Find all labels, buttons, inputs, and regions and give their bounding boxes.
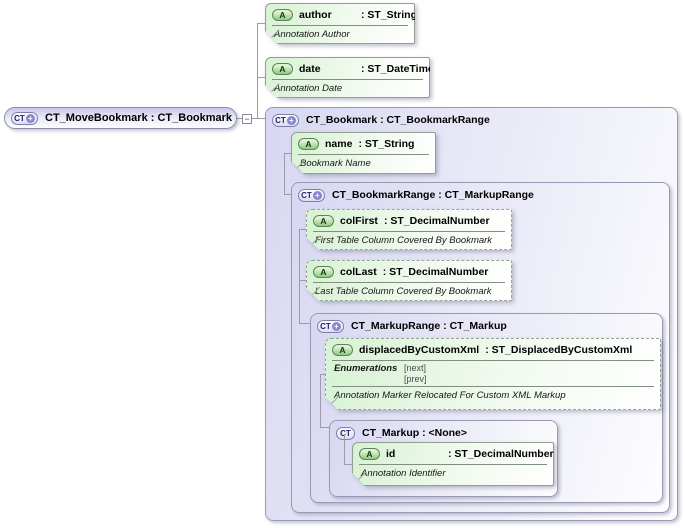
container-header-ct-bookmark[interactable]: CT + CT_Bookmark : CT_BookmarkRange bbox=[272, 113, 677, 127]
connector-line bbox=[284, 153, 285, 195]
connector-line bbox=[344, 464, 352, 465]
separator bbox=[298, 154, 429, 155]
plus-icon: + bbox=[25, 113, 35, 123]
enumerations-label: Enumerations bbox=[334, 363, 398, 374]
separator bbox=[332, 386, 654, 387]
complex-type-icon: CT + bbox=[272, 113, 299, 127]
container-label: CT_Markup : <None> bbox=[362, 427, 468, 439]
attr-box-displacedbycustomxml[interactable]: A displacedByCustomXml : ST_DisplacedByC… bbox=[325, 338, 661, 410]
connector-line bbox=[257, 23, 258, 119]
attr-name: id bbox=[386, 447, 396, 460]
attr-annotation: Last Table Column Covered By Bookmark bbox=[315, 286, 492, 297]
complex-type-icon: CT + bbox=[317, 319, 344, 333]
connector-line bbox=[284, 194, 291, 195]
complex-type-icon: CT bbox=[336, 426, 355, 440]
attr-annotation: Annotation Author bbox=[274, 29, 350, 40]
connector-line bbox=[299, 229, 300, 323]
attr-box-colfirst[interactable]: A colFirst : ST_DecimalNumber First Tabl… bbox=[306, 209, 512, 250]
plus-icon: + bbox=[312, 190, 322, 200]
enumeration-value: [prev] bbox=[404, 374, 427, 384]
complex-type-icon: CT + bbox=[298, 188, 325, 202]
container-header-ct-bookmarkrange[interactable]: CT + CT_BookmarkRange : CT_MarkupRange bbox=[298, 188, 669, 202]
connector-line bbox=[344, 434, 345, 464]
attr-annotation: Annotation Date bbox=[274, 83, 343, 94]
separator bbox=[332, 360, 654, 361]
attr-type: : ST_DisplacedByCustomXml bbox=[485, 343, 633, 356]
attr-name: colLast bbox=[340, 265, 377, 278]
attribute-icon: A bbox=[359, 448, 380, 460]
attribute-icon: A bbox=[298, 138, 319, 150]
root-element-ct-movebookmark[interactable]: CT + CT_MoveBookmark : CT_Bookmark bbox=[4, 107, 237, 129]
attr-annotation: Annotation Marker Relocated For Custom X… bbox=[334, 390, 566, 401]
attr-annotation: Annotation Identifier bbox=[361, 468, 446, 479]
attr-annotation: First Table Column Covered By Bookmark bbox=[315, 235, 493, 246]
attr-name: name bbox=[325, 137, 353, 150]
attr-type: : ST_String bbox=[358, 137, 415, 150]
container-label: CT_BookmarkRange : CT_MarkupRange bbox=[332, 189, 534, 201]
connector-line bbox=[299, 323, 310, 324]
plus-icon: + bbox=[331, 321, 341, 331]
attr-name: author bbox=[299, 8, 332, 21]
attribute-icon: A bbox=[313, 215, 334, 227]
container-ct-bookmarkrange: CT + CT_BookmarkRange : CT_MarkupRange A… bbox=[291, 182, 670, 513]
container-label: CT_MarkupRange : CT_Markup bbox=[351, 320, 507, 332]
attr-box-date[interactable]: A date : ST_DateTime Annotation Date bbox=[265, 57, 430, 98]
separator bbox=[359, 464, 547, 465]
attr-name: displacedByCustomXml bbox=[359, 343, 480, 356]
plus-icon: + bbox=[286, 115, 296, 125]
connector-line bbox=[320, 427, 329, 428]
connector-line bbox=[299, 229, 306, 230]
attr-name: colFirst bbox=[340, 214, 378, 227]
attr-name: date bbox=[299, 62, 321, 75]
separator bbox=[313, 231, 505, 232]
attr-type: : ST_String bbox=[361, 8, 418, 21]
collapse-icon: − bbox=[244, 114, 250, 124]
container-ct-markuprange: CT + CT_MarkupRange : CT_Markup A displa… bbox=[310, 313, 663, 503]
attribute-icon: A bbox=[332, 344, 353, 356]
attr-box-id[interactable]: A id : ST_DecimalNumber Annotation Ident… bbox=[352, 442, 554, 486]
enumeration-value: [next] bbox=[404, 363, 427, 373]
attr-box-name[interactable]: A name : ST_String Bookmark Name bbox=[291, 132, 436, 174]
connector-line bbox=[237, 118, 242, 119]
attribute-icon: A bbox=[272, 9, 293, 21]
enumerations-row: Enumerations [next] [prev] bbox=[326, 361, 660, 386]
collapse-toggle[interactable]: − bbox=[242, 114, 252, 124]
connector-line bbox=[257, 23, 265, 24]
container-label: CT_Bookmark : CT_BookmarkRange bbox=[306, 114, 490, 126]
separator bbox=[313, 282, 505, 283]
connector-line bbox=[252, 118, 265, 119]
attribute-icon: A bbox=[272, 63, 293, 75]
connector-line bbox=[257, 77, 265, 78]
attr-annotation: Bookmark Name bbox=[300, 158, 371, 169]
attribute-icon: A bbox=[313, 266, 334, 278]
root-element-label: CT_MoveBookmark : CT_Bookmark bbox=[45, 112, 233, 124]
connector-line bbox=[320, 374, 325, 375]
attr-type: : ST_DateTime bbox=[361, 62, 434, 75]
attr-type: : ST_DecimalNumber bbox=[382, 265, 489, 278]
complex-type-icon: CT + bbox=[11, 111, 38, 125]
attr-box-author[interactable]: A author : ST_String Annotation Author bbox=[265, 3, 415, 44]
connector-line bbox=[284, 153, 291, 154]
attr-box-collast[interactable]: A colLast : ST_DecimalNumber Last Table … bbox=[306, 260, 512, 301]
separator bbox=[272, 79, 423, 80]
enumeration-values: [next] [prev] bbox=[404, 363, 427, 385]
separator bbox=[272, 25, 408, 26]
container-ct-bookmark: CT + CT_Bookmark : CT_BookmarkRange A na… bbox=[265, 107, 678, 521]
attr-type: : ST_DecimalNumber bbox=[448, 447, 554, 460]
container-header-ct-markup[interactable]: CT CT_Markup : <None> bbox=[336, 426, 557, 440]
connector-line bbox=[320, 374, 321, 427]
connector-line bbox=[299, 280, 306, 281]
container-header-ct-markuprange[interactable]: CT + CT_MarkupRange : CT_Markup bbox=[317, 319, 662, 333]
container-ct-markup: CT CT_Markup : <None> A id : ST_DecimalN… bbox=[329, 420, 558, 497]
attr-type: : ST_DecimalNumber bbox=[383, 214, 490, 227]
